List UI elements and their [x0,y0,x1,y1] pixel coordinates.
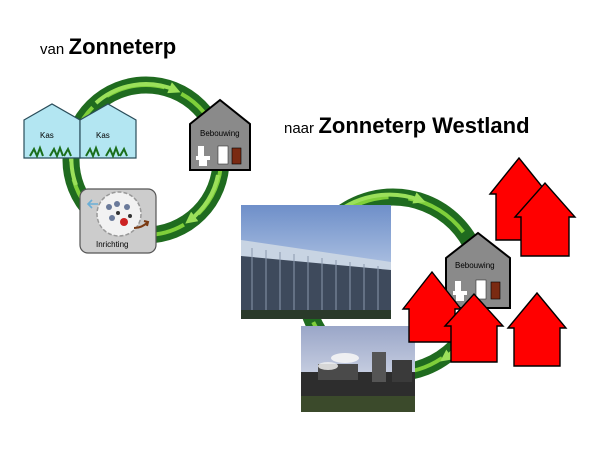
red-house-4 [443,292,505,363]
greenhouse-kas-left: Kas [23,103,81,159]
plant-icon [85,145,128,159]
process-icon [106,201,132,226]
toilet-icon [453,281,467,301]
bin-icon [231,147,242,165]
title-prefix-van: van [40,41,65,58]
plant-icon [29,145,72,159]
building-bebouwing-2: Bebouwing [445,231,511,309]
greenhouse-photo [241,205,391,319]
building-bebouwing-1: Bebouwing [189,98,251,171]
fridge-icon [475,279,487,300]
title-prefix-naar: naar [284,120,315,137]
title-zonneterp: Zonneterp [68,34,177,59]
bebouwing-1-label: Bebouwing [200,129,240,138]
kas-right-label: Kas [96,131,110,140]
title-van-zonneterp: van Zonneterp [40,34,176,60]
installation-inrichting: Inrichting [79,188,157,254]
red-house-2 [513,181,577,257]
kas-left-label: Kas [40,131,54,140]
bin-icon [490,281,501,300]
greenhouse-kas-right: Kas [79,103,137,159]
industrial-plant-photo [301,326,415,412]
title-naar-zonneterp-westland: naar Zonneterp Westland [284,113,530,139]
title-zonneterp-westland: Zonneterp Westland [318,113,530,138]
toilet-icon [196,146,210,166]
inrichting-label: Inrichting [96,240,128,249]
fridge-icon [217,145,229,165]
red-house-5 [506,291,568,367]
bebouwing-2-label: Bebouwing [455,261,495,270]
